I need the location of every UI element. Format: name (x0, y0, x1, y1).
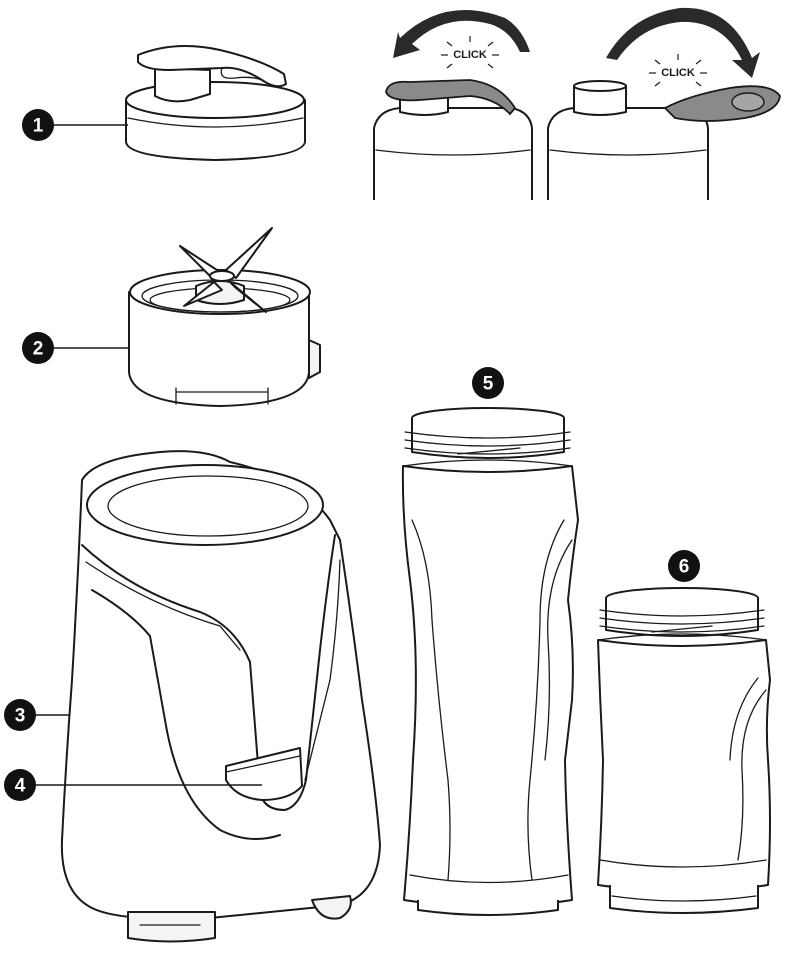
blade-assembly (129, 228, 320, 406)
callout-2: 2 (22, 332, 54, 364)
svg-text:2: 2 (33, 339, 44, 360)
motor-base (62, 451, 380, 941)
svg-text:4: 4 (15, 776, 26, 797)
click-burst: CLICK (649, 54, 707, 86)
drinking-lid (126, 46, 305, 160)
lid-closed-click-illustration: CLICK (374, 10, 532, 200)
svg-text:1: 1 (33, 116, 44, 137)
callout-1: 1 (22, 109, 54, 141)
svg-text:5: 5 (483, 374, 494, 395)
large-bottle (403, 408, 578, 915)
svg-text:3: 3 (15, 706, 26, 727)
click-label: CLICK (661, 67, 695, 79)
click-burst: CLICK (441, 36, 499, 68)
click-label: CLICK (453, 49, 487, 61)
small-bottle (598, 588, 770, 913)
callout-5: 5 (472, 367, 504, 399)
callout-6: 6 (668, 550, 700, 582)
lid-open-click-illustration: CLICK (548, 8, 780, 200)
callout-4: 4 (4, 769, 36, 801)
svg-text:6: 6 (679, 557, 690, 578)
callout-3: 3 (4, 699, 36, 731)
